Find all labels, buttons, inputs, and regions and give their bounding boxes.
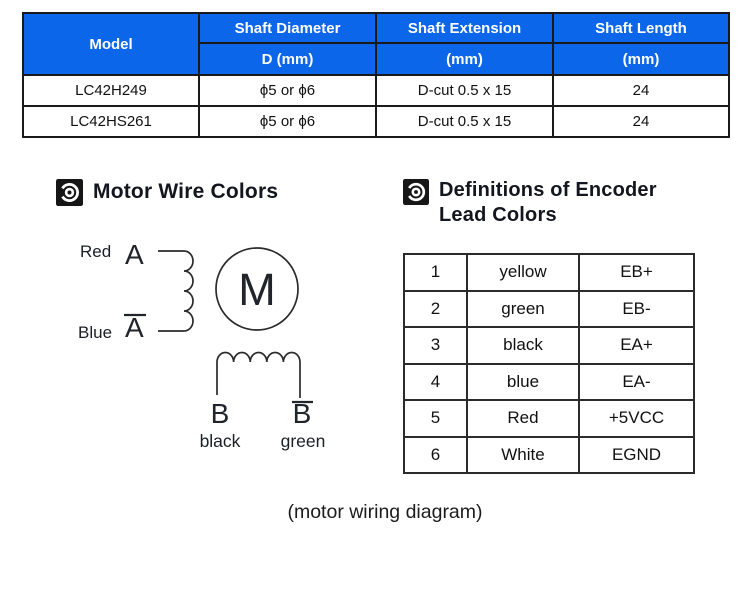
encoder-row: 5 Red +5VCC bbox=[403, 399, 695, 438]
encoder-table: 1 yellow EB+ 2 green EB- 3 black EA+ 4 b… bbox=[403, 253, 695, 474]
shaft-extension-cell: D-cut 0.5 x 15 bbox=[375, 105, 554, 138]
model-cell: LC42H249 bbox=[22, 74, 200, 107]
motor-wiring-diagram: Red A Blue A M B B black green bbox=[78, 239, 326, 451]
spec-subheader-extension-unit: (mm) bbox=[375, 42, 554, 76]
pin-cell: 6 bbox=[403, 435, 468, 474]
pin-cell: 5 bbox=[403, 399, 468, 438]
phase-a-coil bbox=[158, 250, 194, 332]
spec-header-shaft-length: Shaft Length bbox=[552, 12, 730, 44]
motor-symbol: M bbox=[238, 264, 276, 315]
spec-table: Model Shaft Diameter Shaft Extension Sha… bbox=[22, 12, 730, 138]
encoder-row: 2 green EB- bbox=[403, 289, 695, 328]
spec-subheader-diameter-unit: D (mm) bbox=[198, 42, 377, 76]
wire-color-cell: blue bbox=[466, 362, 580, 401]
signal-cell: EB- bbox=[578, 289, 695, 328]
spec-subheader-length-unit: (mm) bbox=[552, 42, 730, 76]
signal-cell: EA+ bbox=[578, 326, 695, 365]
wire-color-cell: yellow bbox=[466, 253, 580, 292]
wire-color-cell: green bbox=[466, 289, 580, 328]
phase-b-coil bbox=[216, 351, 301, 398]
signal-cell: EGND bbox=[578, 435, 695, 474]
phase-b-left-color-label: black bbox=[200, 431, 241, 451]
wire-color-cell: White bbox=[466, 435, 580, 474]
wire-color-cell: Red bbox=[466, 399, 580, 438]
spec-header-shaft-diameter: Shaft Diameter bbox=[198, 12, 377, 44]
phase-a-bottom-terminal: A bbox=[125, 312, 144, 343]
spec-table-row: LC42HS261 ϕ5 or ϕ6 D-cut 0.5 x 15 24 bbox=[22, 105, 730, 138]
shaft-extension-cell: D-cut 0.5 x 15 bbox=[375, 74, 554, 107]
phase-b-left-terminal: B bbox=[211, 398, 230, 429]
phase-b-right-color-label: green bbox=[281, 431, 326, 451]
spec-header-shaft-extension: Shaft Extension bbox=[375, 12, 554, 44]
spec-header-model: Model bbox=[22, 12, 200, 76]
signal-cell: EA- bbox=[578, 362, 695, 401]
phase-a-top-terminal: A bbox=[125, 239, 144, 270]
pin-cell: 3 bbox=[403, 326, 468, 365]
encoder-row: 3 black EA+ bbox=[403, 326, 695, 365]
encoder-lead-colors-heading: Definitions of Encoder Lead Colors bbox=[403, 178, 657, 228]
model-cell: LC42HS261 bbox=[22, 105, 200, 138]
signal-cell: EB+ bbox=[578, 253, 695, 292]
motor-wire-colors-title: Motor Wire Colors bbox=[93, 180, 279, 203]
motor-wire-colors-heading: Motor Wire Colors bbox=[56, 178, 278, 206]
signal-cell: +5VCC bbox=[578, 399, 695, 438]
phase-a-bottom-color-label: Blue bbox=[78, 323, 112, 342]
shaft-length-cell: 24 bbox=[552, 74, 730, 107]
encoder-title-line1: Definitions of Encoder bbox=[439, 179, 657, 201]
encoder-row: 6 White EGND bbox=[403, 435, 695, 474]
rotation-target-icon bbox=[403, 179, 429, 205]
encoder-title-line2: Lead Colors bbox=[439, 204, 557, 226]
phase-b-right-terminal: B bbox=[293, 398, 312, 429]
pin-cell: 4 bbox=[403, 362, 468, 401]
shaft-diameter-cell: ϕ5 or ϕ6 bbox=[198, 74, 377, 107]
pin-cell: 2 bbox=[403, 289, 468, 328]
rotation-target-icon bbox=[56, 179, 83, 206]
encoder-row: 4 blue EA- bbox=[403, 362, 695, 401]
pin-cell: 1 bbox=[403, 253, 468, 292]
spec-table-row: LC42H249 ϕ5 or ϕ6 D-cut 0.5 x 15 24 bbox=[22, 74, 730, 107]
phase-a-top-color-label: Red bbox=[80, 242, 111, 261]
encoder-row: 1 yellow EB+ bbox=[403, 253, 695, 292]
diagram-caption: (motor wiring diagram) bbox=[287, 501, 483, 523]
shaft-length-cell: 24 bbox=[552, 105, 730, 138]
wire-color-cell: black bbox=[466, 326, 580, 365]
motor-circle bbox=[215, 247, 299, 331]
shaft-diameter-cell: ϕ5 or ϕ6 bbox=[198, 105, 377, 138]
